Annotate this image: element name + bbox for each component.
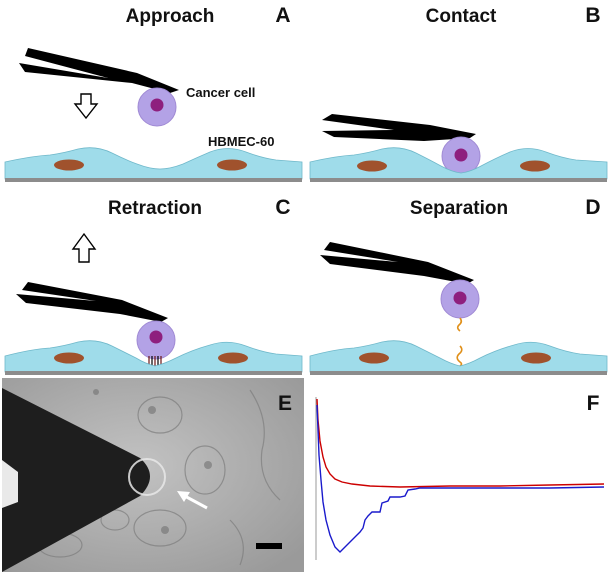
cantilever-a <box>19 48 179 93</box>
panel-f-letter: F <box>587 392 600 415</box>
substrate-a <box>5 178 302 182</box>
approach-trace <box>316 398 605 488</box>
panel-c: Retraction C <box>4 196 303 375</box>
tether-upper <box>456 317 463 332</box>
hbmec-label: HBMEC-60 <box>208 134 274 149</box>
approach-arrow-icon <box>73 93 99 120</box>
substrate-b <box>310 178 607 182</box>
cantilever-d <box>320 242 474 284</box>
cancer-cell-b <box>441 136 481 176</box>
tether-lower <box>456 345 463 367</box>
panel-b: Contact B <box>309 4 608 182</box>
retraction-trace <box>316 404 605 553</box>
retraction-arrow-icon <box>71 232 97 263</box>
cancer-cell-c <box>136 320 176 360</box>
scale-bar <box>256 543 282 549</box>
cancer-cell-label: Cancer cell <box>186 85 255 100</box>
substrate-d <box>310 371 607 375</box>
panel-c-title: Retraction <box>108 198 202 219</box>
endothelial-layer-a <box>4 147 303 180</box>
panel-d-title: Separation <box>410 198 508 219</box>
panel-e-letter: E <box>278 392 292 415</box>
panel-a-title: Approach <box>126 6 215 27</box>
cancer-cell-a <box>137 87 177 127</box>
panel-e-micrograph: E <box>2 378 304 572</box>
cancer-cell-d <box>440 279 480 319</box>
panel-f-force-curves: F <box>315 392 605 560</box>
panel-b-letter: B <box>585 4 600 27</box>
cantilever-b <box>322 114 476 141</box>
panel-c-letter: C <box>275 196 290 219</box>
panel-b-title: Contact <box>426 6 497 27</box>
cantilever-c <box>16 282 168 322</box>
endothelial-layer-c <box>4 340 303 373</box>
panel-a: Approach A Cancer cell HBMEC-60 <box>4 4 303 182</box>
cantilever-tip <box>2 388 150 572</box>
panel-d-letter: D <box>585 196 600 219</box>
endothelial-layer-d <box>309 340 608 373</box>
panel-d: Separation D <box>309 196 608 375</box>
pointer-arrow-icon <box>177 491 208 510</box>
substrate-c <box>5 371 302 375</box>
panel-a-letter: A <box>275 4 290 27</box>
endothelial-layer-b <box>309 147 608 180</box>
